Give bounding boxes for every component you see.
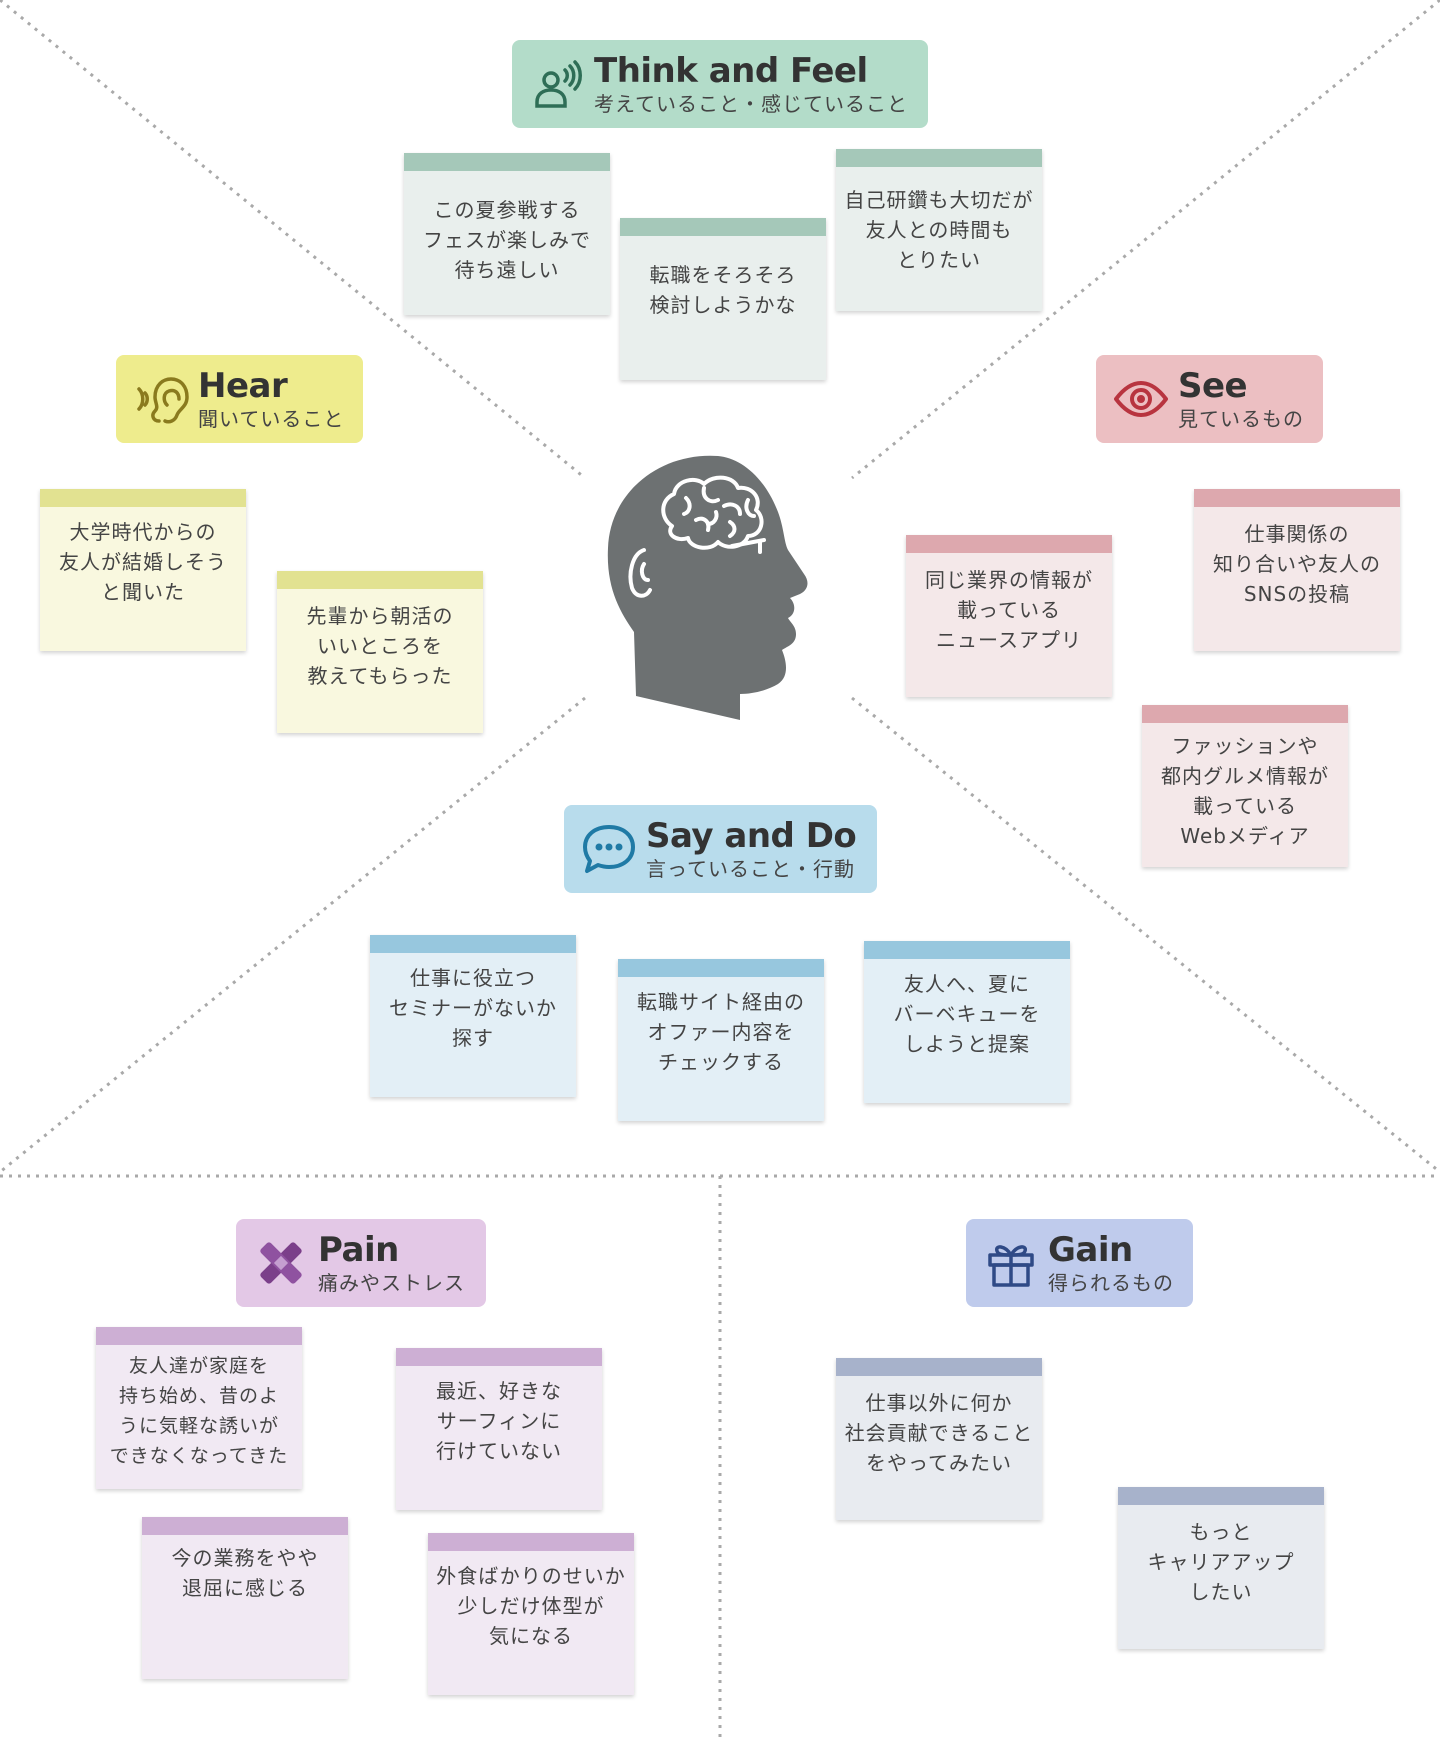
note-text: 友人達が家庭を 持ち始め、昔のよ うに気軽な誘いが できなくなってきた: [109, 1355, 289, 1467]
say-do-subtitle: 言っていること・行動: [646, 856, 855, 881]
gain-note-2: もっと キャリアアップ したい: [1118, 1487, 1324, 1649]
note-text: 外食ばかりのせいか 少しだけ体型が 気になる: [436, 1564, 626, 1648]
note-text: 大学時代からの 友人が結婚しそう と聞いた: [59, 520, 227, 604]
person-signal-icon: [528, 55, 586, 113]
note-text: 仕事に役立つ セミナーがないか 探す: [389, 966, 557, 1050]
human-head-brain-icon: [607, 455, 808, 720]
say-do-header: Say and Do 言っていること・行動: [564, 805, 877, 893]
think-feel-title: Think and Feel: [594, 51, 868, 92]
bandage-cross-icon: [252, 1234, 310, 1292]
gain-note-1: 仕事以外に何か 社会貢献できること をやってみたい: [836, 1358, 1042, 1520]
pain-note-2: 最近、好きな サーフィンに 行けていない: [396, 1348, 602, 1510]
gain-subtitle: 得られるもの: [1048, 1270, 1174, 1295]
think-note-1: この夏参戦する フェスが楽しみで 待ち遠しい: [404, 153, 610, 315]
think-note-2: 転職をそろそろ 検討しようかな: [620, 218, 826, 380]
say-note-2: 転職サイト経由の オファー内容を チェックする: [618, 959, 824, 1121]
hear-title: Hear: [198, 366, 288, 407]
speech-bubble-icon: [580, 820, 638, 878]
note-text: 仕事関係の 知り合いや友人の SNSの投稿: [1213, 522, 1381, 606]
see-note-2: 仕事関係の 知り合いや友人の SNSの投稿: [1194, 489, 1400, 651]
note-text: 友人へ、夏に バーベキューを しようと提案: [893, 972, 1041, 1056]
note-text: 同じ業界の情報が 載っている ニュースアプリ: [925, 568, 1093, 652]
note-text: もっと キャリアアップ したい: [1147, 1520, 1295, 1604]
gift-icon: [982, 1234, 1040, 1292]
note-text: 仕事以外に何か 社会貢献できること をやってみたい: [844, 1391, 1034, 1475]
hear-subtitle: 聞いていること: [198, 406, 345, 431]
pain-note-3: 今の業務をやや 退屈に感じる: [142, 1517, 348, 1679]
say-note-3: 友人へ、夏に バーベキューを しようと提案: [864, 941, 1070, 1103]
think-feel-header: Think and Feel 考えていること・感じていること: [512, 40, 928, 128]
see-note-3: ファッションや 都内グルメ情報が 載っている Webメディア: [1142, 705, 1348, 867]
hear-note-2: 先輩から朝活の いいところを 教えてもらった: [277, 571, 483, 733]
note-text: 先輩から朝活の いいところを 教えてもらった: [306, 604, 454, 688]
pain-note-1: 友人達が家庭を 持ち始め、昔のよ うに気軽な誘いが できなくなってきた: [96, 1327, 302, 1489]
pain-header: Pain 痛みやストレス: [236, 1219, 486, 1307]
note-text: この夏参戦する フェスが楽しみで 待ち遠しい: [423, 198, 591, 282]
note-text: 今の業務をやや 退屈に感じる: [171, 1546, 319, 1600]
see-note-1: 同じ業界の情報が 載っている ニュースアプリ: [906, 535, 1112, 697]
see-title: See: [1178, 366, 1248, 407]
think-note-3: 自己研鑽も大切だが 友人との時間も とりたい: [836, 149, 1042, 311]
say-do-title: Say and Do: [646, 816, 857, 857]
say-note-1: 仕事に役立つ セミナーがないか 探す: [370, 935, 576, 1097]
pain-subtitle: 痛みやストレス: [318, 1270, 465, 1295]
see-header: See 見ているもの: [1096, 355, 1323, 443]
eye-icon: [1112, 370, 1170, 428]
think-feel-subtitle: 考えていること・感じていること: [594, 91, 908, 116]
pain-note-4: 外食ばかりのせいか 少しだけ体型が 気になる: [428, 1533, 634, 1695]
note-text: ファッションや 都内グルメ情報が 載っている Webメディア: [1161, 734, 1329, 848]
note-text: 転職をそろそろ 検討しようかな: [649, 263, 797, 317]
note-text: 転職サイト経由の オファー内容を チェックする: [637, 990, 805, 1074]
note-text: 最近、好きな サーフィンに 行けていない: [436, 1379, 562, 1463]
hear-header: Hear 聞いていること: [116, 355, 363, 443]
note-text: 自己研鑽も大切だが 友人との時間も とりたい: [844, 188, 1034, 272]
ear-icon: [132, 370, 190, 428]
hear-note-1: 大学時代からの 友人が結婚しそう と聞いた: [40, 489, 246, 651]
see-subtitle: 見ているもの: [1178, 406, 1304, 431]
pain-title: Pain: [318, 1230, 399, 1271]
gain-header: Gain 得られるもの: [966, 1219, 1193, 1307]
gain-title: Gain: [1048, 1230, 1133, 1271]
